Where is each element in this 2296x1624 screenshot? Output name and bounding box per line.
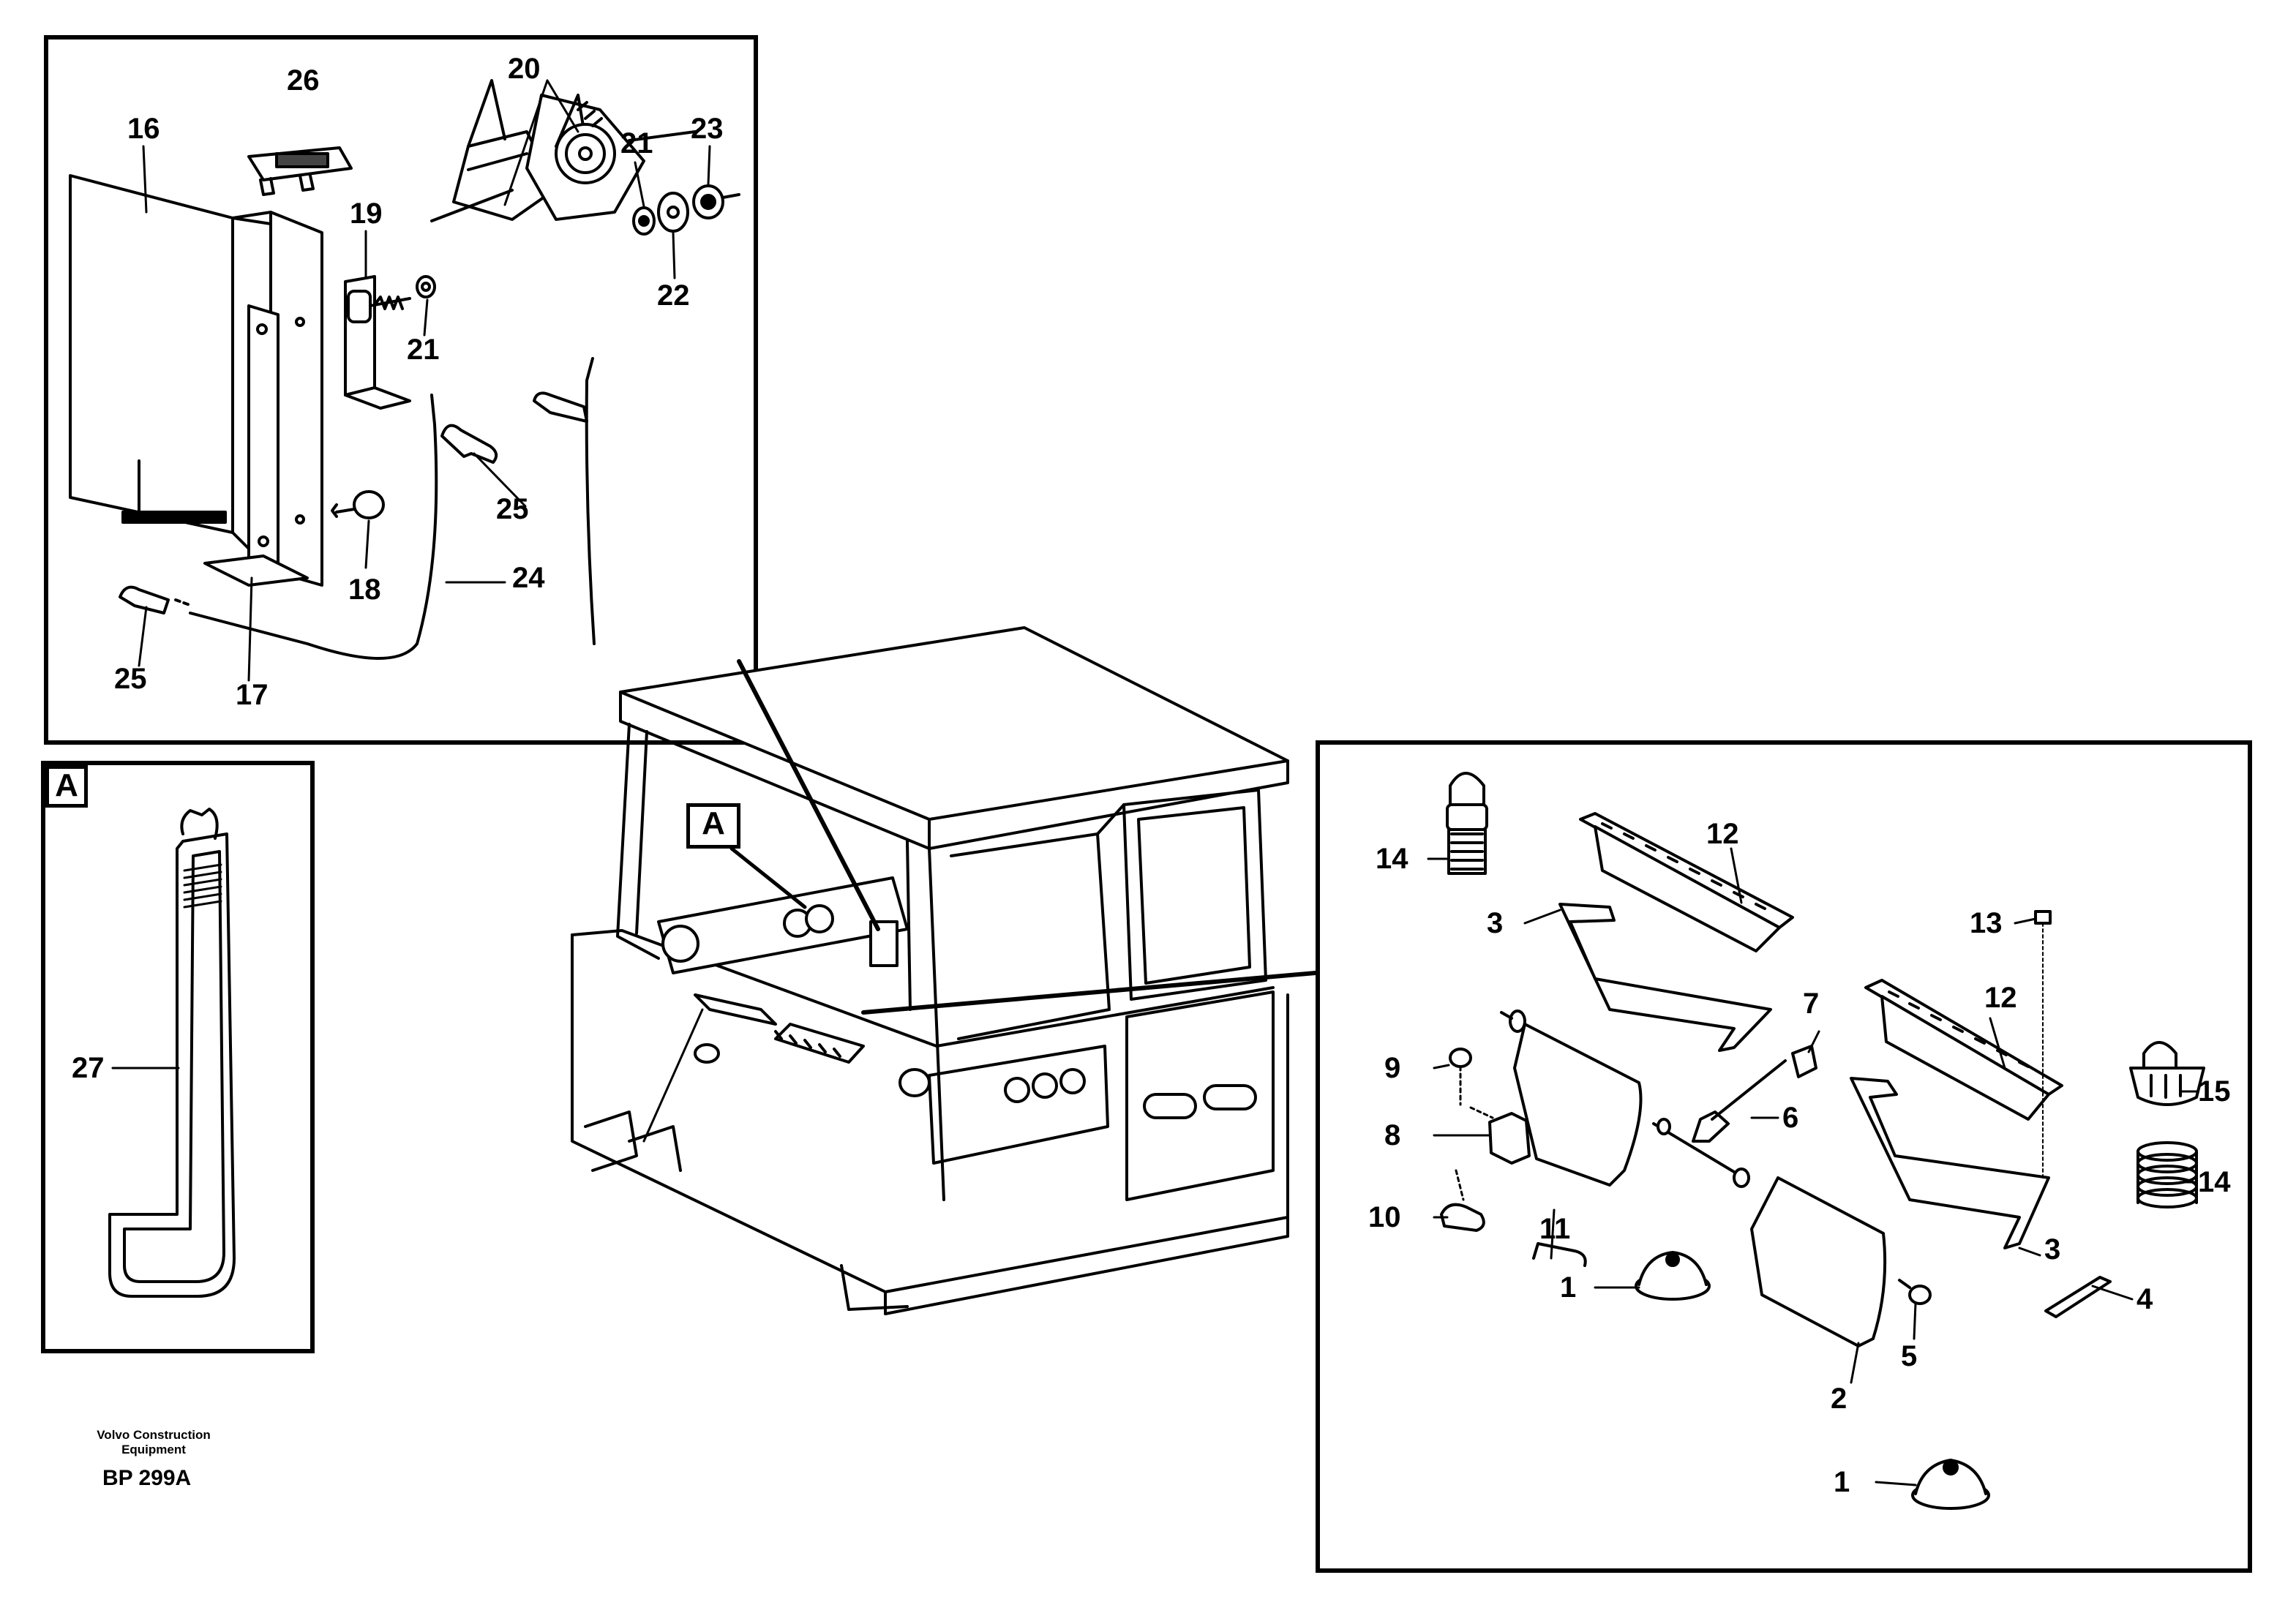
callout-3-left: 3 <box>1487 907 1504 939</box>
washers-drawing <box>632 184 740 236</box>
bracket-17-drawing <box>203 304 309 587</box>
part-11-drawing <box>1532 1242 1587 1267</box>
callout-5: 5 <box>1901 1340 1918 1372</box>
plate-16-drawing <box>69 174 323 587</box>
grille-12-left-drawing <box>1579 812 1794 952</box>
diagram-code: BP 299A <box>102 1466 192 1490</box>
callout-9: 9 <box>1384 1052 1401 1084</box>
callout-25-lower: 25 <box>114 663 147 695</box>
callout-17: 17 <box>236 679 269 711</box>
clip-25-drawing <box>119 391 588 614</box>
cab-view-a-label: A <box>686 803 740 849</box>
nut-5-drawing <box>1898 1279 1932 1305</box>
callout-27: 27 <box>72 1052 105 1084</box>
right-detail-panel <box>1316 740 2252 1573</box>
callout-3-right: 3 <box>2044 1233 2061 1266</box>
right-panel-leaders <box>1427 847 2198 1486</box>
cab-leaders <box>642 846 807 1143</box>
flap-upper-drawing <box>1500 1010 1643 1187</box>
bracket-3-right-drawing <box>1850 1077 2050 1249</box>
part-7-drawing <box>1791 1045 1817 1078</box>
bolt-18-drawing <box>331 490 385 519</box>
callout-4: 4 <box>2136 1283 2153 1315</box>
callout-20: 20 <box>508 53 541 85</box>
outlet-14-right-drawing <box>2136 1141 2198 1208</box>
part-20-drawing <box>430 79 697 222</box>
outlet-14-top-drawing <box>1446 772 1488 875</box>
callout-16: 16 <box>127 113 160 145</box>
cab-drawing <box>571 626 1289 1315</box>
screw-9-drawing <box>1449 1048 1472 1106</box>
screw-13-drawing <box>2034 910 2052 1178</box>
company-name-line1: Volvo Construction <box>97 1428 211 1442</box>
flap-2-drawing <box>1750 1176 1887 1347</box>
strip-4-drawing <box>2044 1276 2112 1318</box>
callout-13: 13 <box>1970 907 2003 939</box>
clamp-8-drawing <box>1469 1106 1531 1165</box>
tool-27-drawing <box>108 808 236 1298</box>
callout-18: 18 <box>348 574 381 606</box>
callout-10: 10 <box>1368 1201 1401 1233</box>
bracket-19-drawing <box>344 275 436 410</box>
callout-19: 19 <box>350 198 383 230</box>
callout-14-top: 14 <box>1376 843 1408 875</box>
callout-7: 7 <box>1803 988 1820 1020</box>
callout-2: 2 <box>1831 1383 1847 1415</box>
grille-12-right-drawing <box>1864 979 2063 1121</box>
callout-25-upper: 25 <box>496 493 529 525</box>
callout-8: 8 <box>1384 1119 1401 1151</box>
outlet-15-drawing <box>2129 1041 2205 1106</box>
callout-21-upper: 21 <box>620 127 653 159</box>
callout-22: 22 <box>657 279 690 312</box>
callout-23: 23 <box>691 113 724 145</box>
callout-12-left: 12 <box>1706 818 1739 850</box>
bracket-3-left-drawing <box>1558 903 1772 1052</box>
clip-10-drawing <box>1440 1169 1485 1232</box>
cab-connector-lines <box>737 659 1318 1015</box>
callout-26: 26 <box>287 64 320 97</box>
top-panel-leaders <box>138 79 711 682</box>
callout-1-upper: 1 <box>1560 1271 1577 1304</box>
callout-6: 6 <box>1782 1102 1799 1134</box>
cable-24-drawing <box>174 357 596 660</box>
cap-1-lower-drawing <box>1911 1459 1990 1510</box>
callout-14-right: 14 <box>2198 1166 2231 1198</box>
clip-26-drawing <box>247 146 353 196</box>
detail-a-label: A <box>45 765 88 808</box>
callout-15: 15 <box>2198 1075 2231 1108</box>
cap-1-upper-drawing <box>1635 1251 1711 1301</box>
rod-6-drawing <box>1652 1059 1787 1188</box>
company-name-line2: Equipment <box>121 1443 186 1456</box>
callout-12-right: 12 <box>1984 982 2017 1014</box>
callout-24: 24 <box>512 562 545 594</box>
callout-1-lower: 1 <box>1834 1466 1850 1498</box>
callout-11: 11 <box>1539 1213 1571 1245</box>
callout-21-lower: 21 <box>407 334 440 366</box>
